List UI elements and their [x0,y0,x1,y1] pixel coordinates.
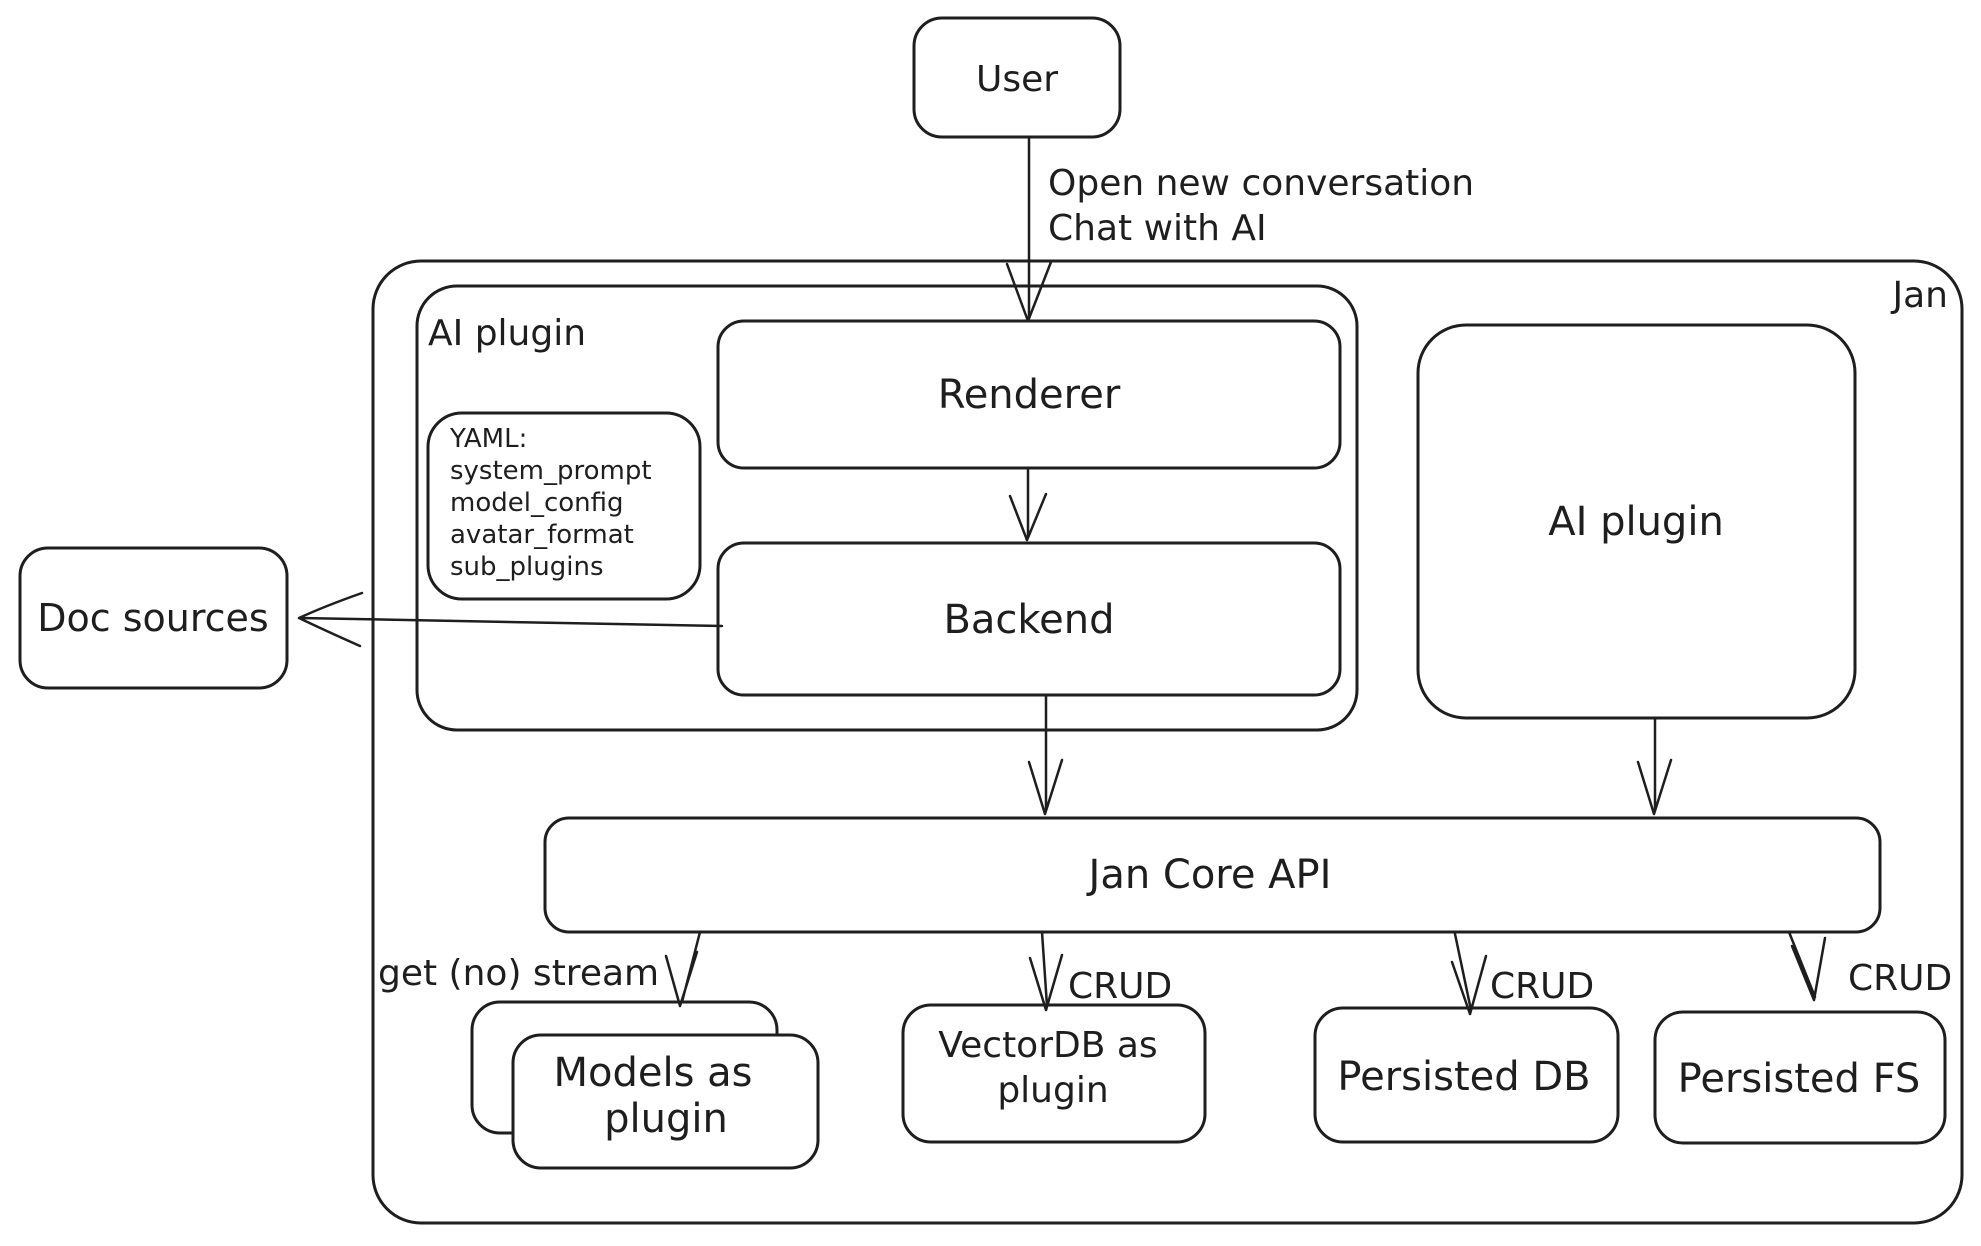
models-as-plugin-label-line2: plugin [604,1096,728,1142]
yaml-note-box [426,411,702,601]
yaml-note-line-4: avatar_format [450,520,634,550]
renderer-node: Renderer [716,319,1342,470]
vectordb-as-plugin-node: VectorDB as plugin [901,1003,1207,1144]
user-edge-label-line2: Chat with AI [1048,208,1267,249]
ai-plugin-group-label: AI plugin [428,313,586,354]
edges [297,135,1827,1016]
jan-core-api-box [543,816,1882,934]
backend-label: Backend [943,597,1114,643]
yaml-note-line-3: model_config [450,488,624,518]
renderer-label: Renderer [938,372,1121,418]
ai-plugin-box [1416,323,1857,720]
core-to-persisted-db-arrow [1450,932,1488,1016]
core-to-models-arrow [664,930,702,1008]
yaml-note-line-1: YAML: [449,424,527,454]
crud-label-persisted-db: CRUD [1490,966,1594,1007]
persisted-db-node: Persisted DB [1313,1006,1620,1144]
user-node: User [912,16,1122,139]
ai-plugin-node: AI plugin [1416,323,1857,720]
vectordb-as-plugin-box [901,1003,1207,1144]
core-to-persisted-fs-arrow [1787,930,1827,1002]
renderer-to-backend-arrow [1008,466,1048,542]
core-to-vectordb-arrow [1028,930,1064,1012]
user-edge-label-line1: Open new conversation [1048,163,1474,204]
doc-sources-node: Doc sources [18,546,289,690]
ai-plugin-label: AI plugin [1548,499,1724,545]
jan-core-api-node: Jan Core API [543,816,1882,934]
ai-plugin-to-core-arrow [1636,716,1673,816]
backend-to-core-arrow [1027,693,1064,816]
models-as-plugin-node: Models as plugin [470,1000,820,1170]
edge-labels: Open new conversation Chat with AI get (… [378,163,1952,1007]
backend-box [716,541,1342,697]
yaml-note-line-5: sub_plugins [450,552,604,582]
backend-node: Backend [716,541,1342,697]
vectordb-as-plugin-label-line1: VectorDB as [938,1025,1157,1066]
persisted-db-box [1313,1006,1620,1144]
doc-sources-label: Doc sources [37,596,268,640]
persisted-fs-box [1653,1010,1947,1145]
user-label: User [976,59,1058,100]
persisted-fs-node: Persisted FS [1653,1010,1947,1145]
yaml-note-line-2: system_prompt [450,456,652,486]
doc-sources-box [18,546,289,690]
models-as-plugin-label-line1: Models as [553,1050,752,1096]
jan-core-api-label: Jan Core API [1086,852,1332,898]
crud-label-persisted-fs: CRUD [1848,958,1952,999]
vectordb-as-plugin-label-line2: plugin [997,1070,1108,1111]
get-no-stream-label: get (no) stream [378,953,659,994]
models-as-plugin-box-front [511,1033,820,1170]
user-to-renderer-arrow [1005,135,1053,323]
backend-to-doc-sources-arrow [297,591,724,648]
jan-container-label: Jan [1891,275,1949,316]
yaml-note: YAML: system_prompt model_config avatar_… [426,411,702,601]
user-box [912,16,1122,139]
persisted-db-label: Persisted DB [1337,1054,1590,1100]
persisted-fs-label: Persisted FS [1678,1056,1921,1102]
crud-label-vectordb: CRUD [1068,966,1172,1007]
